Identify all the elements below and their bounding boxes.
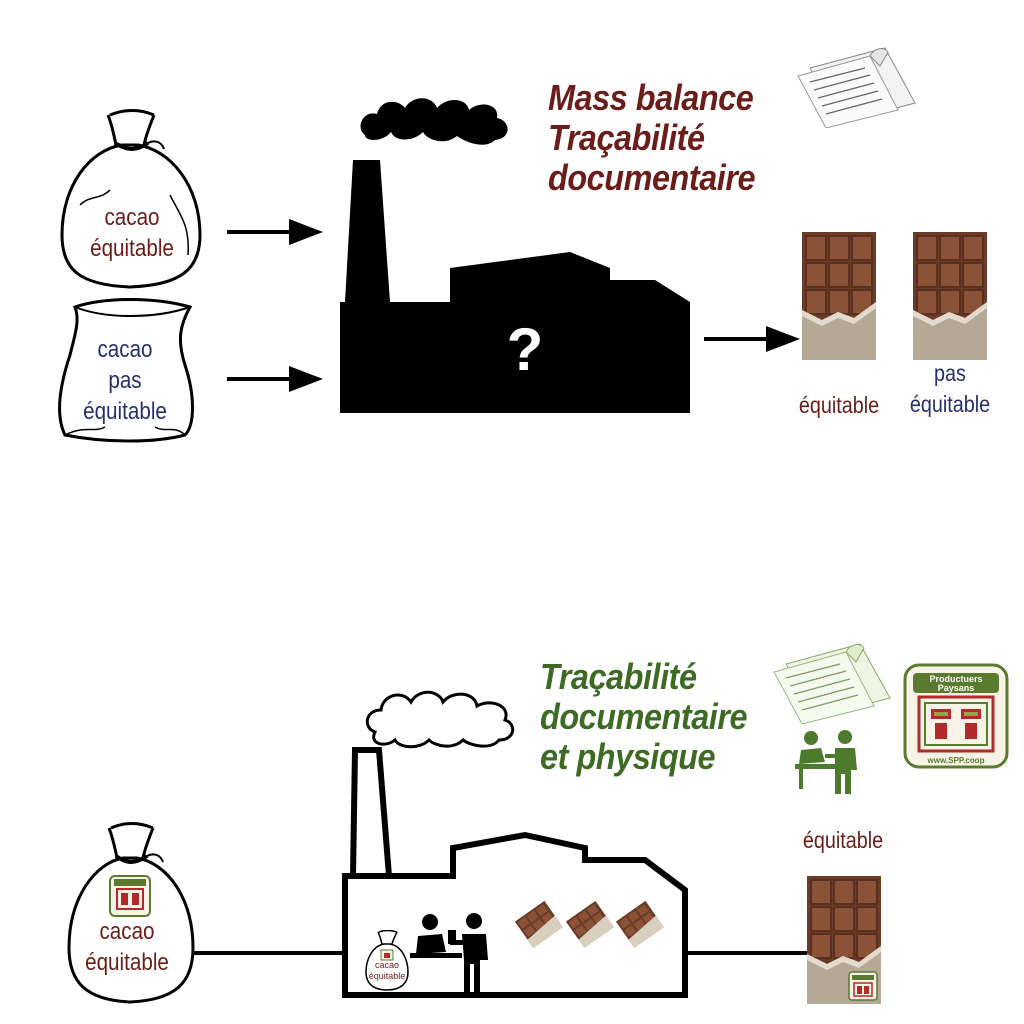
small-sack-label: cacao équitable [358, 960, 416, 982]
bar-fair-label: équitable [798, 392, 880, 418]
bar-bottom-label: équitable [802, 827, 884, 853]
title-bottom-line2: documentaire [540, 696, 748, 737]
chocolate-bar-bottom-icon [807, 876, 881, 1004]
sack-bottom-label: cacao équitable [71, 916, 183, 978]
sack-unfair-icon [58, 298, 194, 443]
title-mass-balance: Mass balance Traçabilité documentaire [548, 78, 908, 198]
small-sack-line2: équitable [368, 971, 406, 981]
title-top-line2: Traçabilité documentaire [548, 117, 756, 198]
chocolate-small-1-icon [514, 900, 563, 948]
sack-fair-line2: équitable [90, 235, 174, 262]
sack-fair-label: cacao équitable [72, 202, 192, 264]
documents-green-icon [773, 643, 891, 724]
sack-bottom-icon [67, 822, 195, 1004]
sack-unfair-line3: équitable [83, 398, 167, 425]
title-bottom-line1: Traçabilité [540, 656, 697, 697]
sack-unfair-line1: cacao [97, 336, 153, 363]
svg-text:Productuers: Productuers [929, 674, 982, 684]
bar-unfair-line1: pas [934, 360, 966, 386]
sack-unfair-label: cacao pas équitable [65, 334, 185, 427]
people-inspection-green-icon [795, 730, 857, 794]
sack-fair-line1: cacao [104, 204, 160, 231]
factory-black-icon [340, 98, 690, 413]
svg-text:www.SPP.coop: www.SPP.coop [927, 756, 985, 765]
svg-text:Paysans: Paysans [938, 683, 975, 693]
title-bottom-line3: et physique [540, 736, 716, 777]
sack-bottom-line1: cacao [99, 918, 155, 945]
chocolate-small-2-icon [565, 900, 614, 948]
documents-icon [797, 47, 916, 128]
bar-unfair-line2: équitable [909, 391, 991, 417]
factory-question-mark: ? [506, 316, 544, 383]
small-sack-icon [365, 930, 409, 991]
arrow-fair-in-icon [227, 219, 323, 245]
small-sack-line1: cacao [374, 960, 400, 970]
title-top-line1: Mass balance [548, 77, 754, 118]
spp-logo: Productuers Paysans www.SPP.coop [903, 663, 1009, 769]
people-inspection-icon [410, 913, 488, 992]
title-physical-traceability: Traçabilité documentaire et physique [540, 657, 774, 777]
arrow-unfair-in-icon [227, 366, 323, 392]
sack-unfair-line2: pas [108, 367, 142, 394]
sack-fair-icon [60, 109, 202, 289]
chocolate-bar-fair-icon [802, 232, 876, 360]
chocolate-small-3-icon [615, 900, 664, 948]
arrow-out-icon [704, 326, 800, 352]
chocolate-bar-unfair-icon [913, 232, 987, 360]
bar-unfair-label: pas équitable [897, 358, 1004, 420]
sack-bottom-line2: équitable [85, 949, 169, 976]
